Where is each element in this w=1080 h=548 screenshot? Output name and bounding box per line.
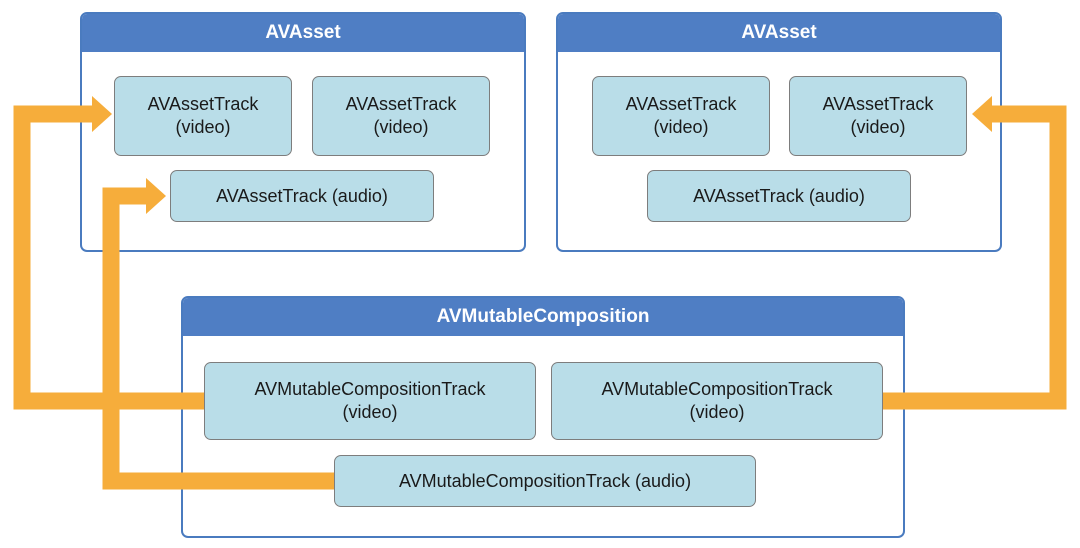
asset-right-video-track-1: AVAssetTrack (video) bbox=[592, 76, 770, 156]
arrow-video-2-line bbox=[882, 105, 1067, 410]
asset-left-video-track-1: AVAssetTrack (video) bbox=[114, 76, 292, 156]
track-kind: (video) bbox=[689, 402, 745, 422]
asset-left-title: AVAsset bbox=[82, 14, 524, 52]
composition-video-track-1: AVMutableCompositionTrack (video) bbox=[204, 362, 536, 440]
track-label: AVMutableCompositionTrack (audio) bbox=[398, 470, 692, 491]
arrow-audio-head bbox=[146, 178, 166, 214]
track-name: AVAssetTrack bbox=[822, 94, 934, 114]
composition-audio-track: AVMutableCompositionTrack (audio) bbox=[334, 455, 756, 507]
track-kind: (video) bbox=[175, 117, 231, 137]
track-label: AVAssetTrack (audio) bbox=[693, 185, 865, 206]
composition-title: AVMutableComposition bbox=[183, 298, 903, 336]
track-kind: (video) bbox=[342, 402, 398, 422]
arrow-audio-line bbox=[102, 187, 336, 490]
arrow-video-2-head bbox=[972, 96, 992, 132]
track-name: AVAssetTrack bbox=[147, 94, 259, 114]
composition-video-track-2: AVMutableCompositionTrack (video) bbox=[551, 362, 883, 440]
asset-left-audio-track: AVAssetTrack (audio) bbox=[170, 170, 434, 222]
track-name: AVAssetTrack bbox=[625, 94, 737, 114]
asset-right-video-track-2: AVAssetTrack (video) bbox=[789, 76, 967, 156]
asset-right-title: AVAsset bbox=[558, 14, 1000, 52]
track-label: AVAssetTrack (audio) bbox=[216, 185, 388, 206]
track-name: AVAssetTrack bbox=[345, 94, 457, 114]
track-name: AVMutableCompositionTrack bbox=[601, 379, 833, 399]
track-kind: (video) bbox=[373, 117, 429, 137]
track-kind: (video) bbox=[653, 117, 709, 137]
asset-left-video-track-2: AVAssetTrack (video) bbox=[312, 76, 490, 156]
arrow-video-1-head bbox=[92, 96, 112, 132]
track-kind: (video) bbox=[850, 117, 906, 137]
track-name: AVMutableCompositionTrack bbox=[254, 379, 486, 399]
asset-right-audio-track: AVAssetTrack (audio) bbox=[647, 170, 911, 222]
